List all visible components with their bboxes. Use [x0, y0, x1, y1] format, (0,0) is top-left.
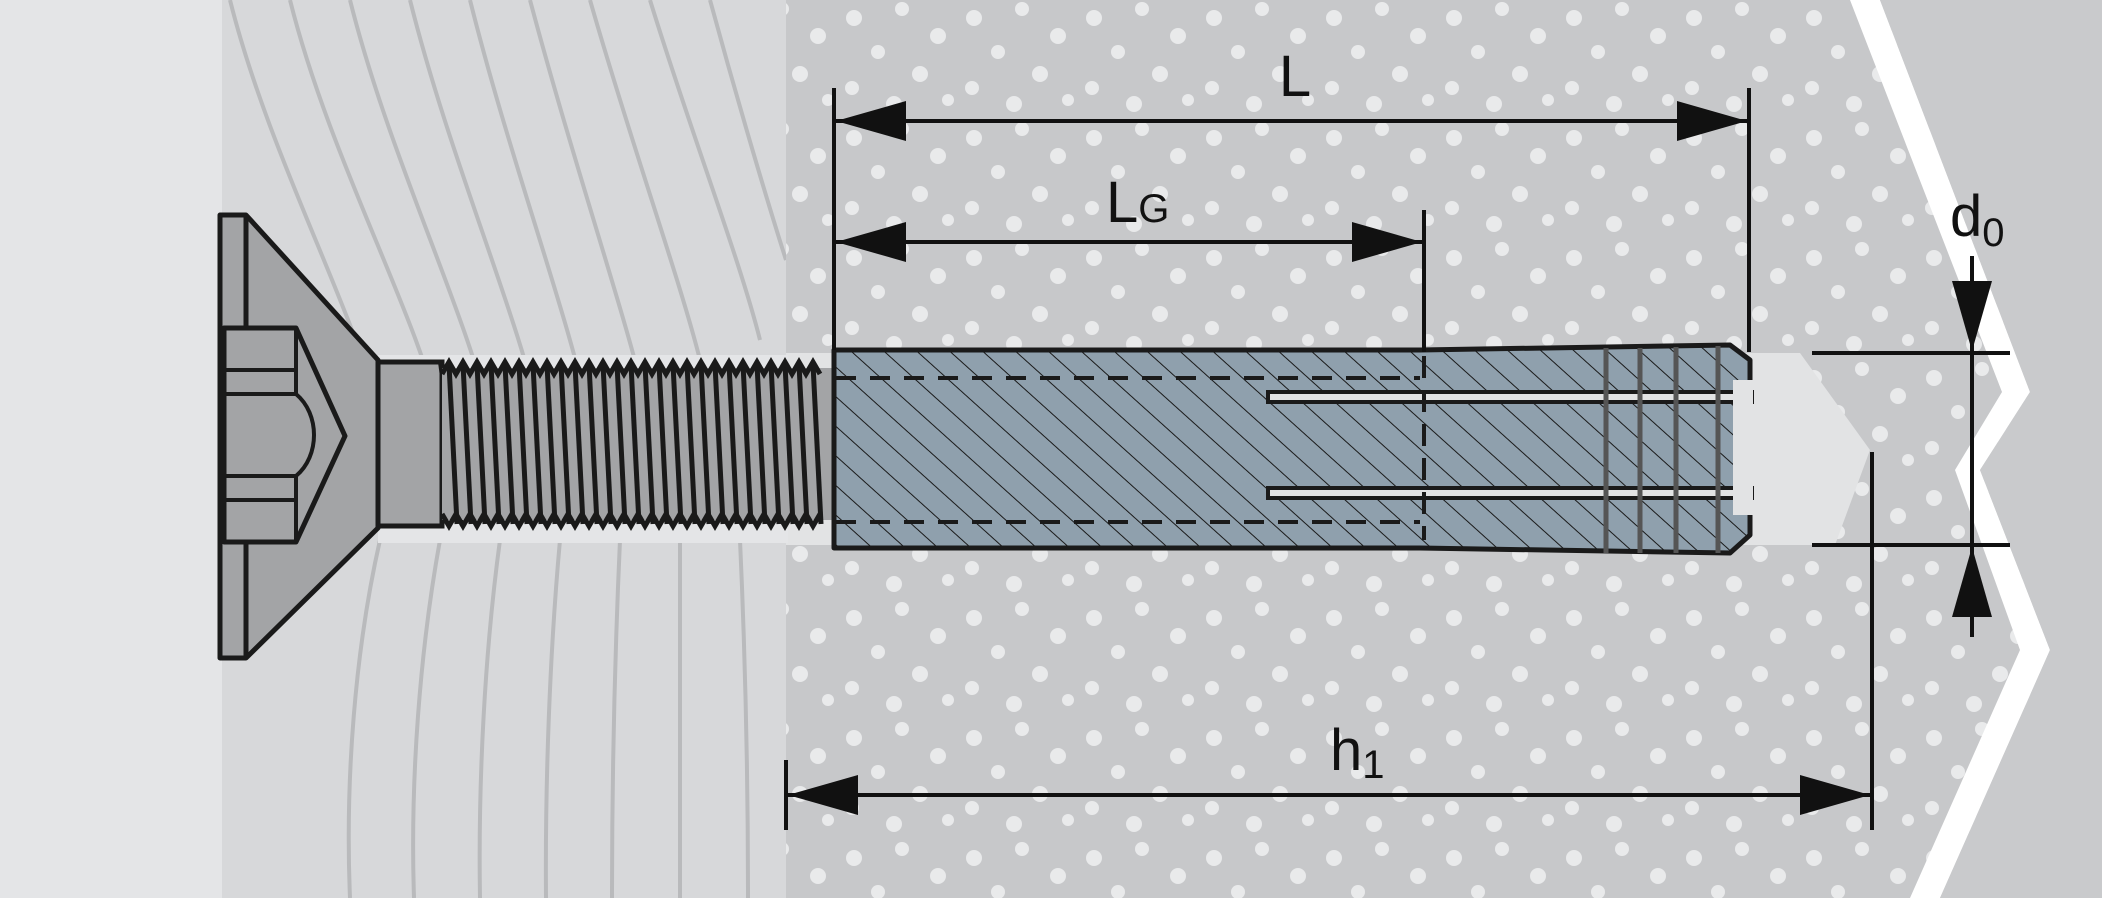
thread-crest-bottom — [439, 509, 823, 531]
thread-flank — [586, 363, 600, 525]
thread-flank — [460, 363, 474, 525]
hex-recess-icon — [221, 325, 348, 545]
thread-flank — [516, 363, 530, 525]
thread-flank — [502, 363, 516, 525]
label-h1-sub: 1 — [1362, 743, 1384, 787]
wood-grain — [228, 0, 788, 898]
label-d0-sub: 0 — [1982, 211, 2004, 255]
thread-crest-top — [439, 357, 823, 379]
thread-flank — [754, 363, 768, 525]
thread-flank — [530, 363, 544, 525]
label-L: L — [1279, 44, 1311, 109]
thread-flank — [642, 363, 656, 525]
thread-flank — [446, 363, 460, 525]
screw-threads — [439, 357, 824, 531]
thread-flank — [628, 363, 642, 525]
thread-flank — [600, 363, 614, 525]
thread-flank — [488, 363, 502, 525]
dimension-LG — [836, 210, 1426, 352]
sleeve-slit-top — [1266, 390, 1754, 404]
break-region — [1880, 0, 2102, 898]
thread-flank — [656, 363, 670, 525]
thread-flank — [796, 363, 810, 525]
thread-flank — [782, 363, 796, 525]
thread-flank — [544, 363, 558, 525]
screw-icon — [217, 212, 834, 661]
plaster-layer — [0, 0, 222, 898]
label-d0-main: d — [1950, 184, 1982, 249]
thread-flank — [474, 363, 488, 525]
screw-neck — [375, 359, 445, 529]
thread-flank — [614, 363, 628, 525]
dimension-L — [832, 88, 1751, 352]
anchor-sleeve-icon — [831, 342, 1754, 556]
thread-flank — [740, 363, 754, 525]
dimension-h1 — [784, 452, 1874, 830]
sleeve-serrations — [1603, 346, 1721, 553]
dimension-d0 — [1812, 256, 2010, 637]
thread-flank — [684, 363, 698, 525]
sleeve-slit-bottom — [1266, 486, 1754, 500]
label-h1-main: h — [1330, 718, 1362, 783]
thread-flank — [572, 363, 586, 525]
thread-flank — [712, 363, 726, 525]
thread-flank — [726, 363, 740, 525]
thread-flank — [558, 363, 572, 525]
thread-flank — [768, 363, 782, 525]
label-d0: d0 — [1950, 184, 2005, 255]
thread-flank — [670, 363, 684, 525]
sleeve-tip-gap — [1733, 380, 1753, 515]
thread-flank — [810, 363, 824, 525]
label-LG: LG — [1106, 170, 1169, 235]
thread-flank — [698, 363, 712, 525]
label-h1: h1 — [1330, 718, 1385, 787]
label-LG-sub: G — [1138, 187, 1169, 231]
hex-curve — [294, 392, 316, 478]
label-LG-main: L — [1106, 170, 1138, 235]
